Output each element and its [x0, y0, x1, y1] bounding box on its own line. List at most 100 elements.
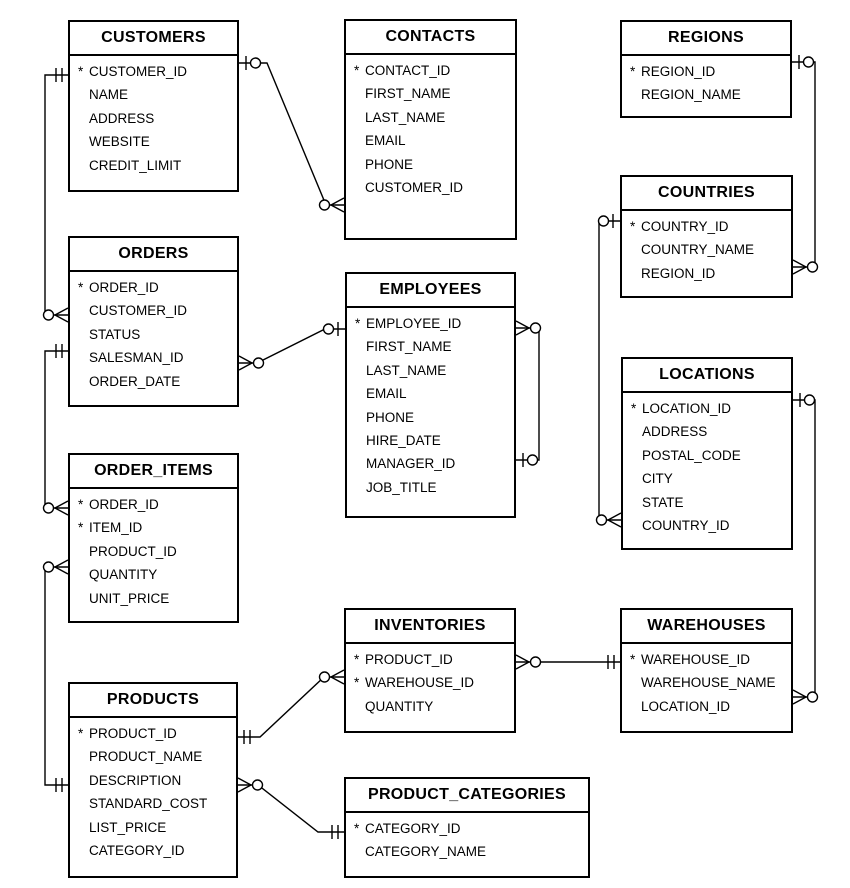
- relationship-line: [239, 62, 344, 206]
- entity-fields: *REGION_ID REGION_NAME: [622, 56, 790, 107]
- field-customers-website: WEBSITE: [78, 130, 233, 153]
- entity-title-regions: REGIONS: [622, 22, 790, 56]
- field-customers-address: ADDRESS: [78, 107, 233, 130]
- field-customers-customer_id: *CUSTOMER_ID: [78, 60, 233, 83]
- relationship-line: [238, 784, 344, 833]
- relationship-line: [598, 220, 621, 521]
- field-orders-customer_id: CUSTOMER_ID: [78, 299, 233, 322]
- field-order_items-unit_price: UNIT_PRICE: [78, 587, 233, 610]
- field-name: EMPLOYEE_ID: [366, 316, 462, 331]
- field-locations-state: STATE: [631, 491, 787, 514]
- field-countries-region_id: REGION_ID: [630, 262, 787, 285]
- primary-key-marker: *: [630, 219, 636, 234]
- relationship-line: [792, 61, 816, 268]
- entity-title-warehouses: WAREHOUSES: [622, 610, 791, 644]
- relationship-line: [793, 399, 816, 698]
- relationship-line: [44, 74, 68, 316]
- field-name: ORDER_DATE: [89, 373, 181, 389]
- field-countries-country_name: COUNTRY_NAME: [630, 238, 787, 261]
- field-inventories-warehouse_id: * WAREHOUSE_ID: [354, 671, 510, 694]
- field-name: UNIT_PRICE: [89, 590, 170, 606]
- primary-key-marker: *: [630, 64, 636, 79]
- entity-regions: REGIONS *REGION_ID REGION_NAME: [620, 20, 792, 118]
- relationship-line: [516, 327, 540, 461]
- field-name: ITEM_ID: [89, 520, 143, 536]
- field-customers-credit_limit: CREDIT_LIMIT: [78, 154, 233, 177]
- relationship-line: [238, 676, 344, 738]
- field-order_items-product_id: PRODUCT_ID: [78, 540, 233, 563]
- field-name: WAREHOUSE_ID: [641, 652, 751, 667]
- field-name: WAREHOUSE_ID: [365, 675, 475, 691]
- relationship-line: [44, 566, 68, 786]
- field-name: SALESMAN_ID: [89, 350, 184, 366]
- field-name: COUNTRY_ID: [642, 517, 730, 533]
- field-name: LOCATION_ID: [642, 401, 732, 416]
- field-name: EMAIL: [366, 386, 407, 402]
- field-locations-address: ADDRESS: [631, 420, 787, 443]
- field-name: ORDER_ID: [89, 497, 159, 512]
- entity-title-orders: ORDERS: [70, 238, 237, 272]
- entity-fields: *CUSTOMER_ID NAME ADDRESS WEBSITE CREDIT_LIM…: [70, 56, 237, 177]
- field-warehouses-warehouse_id: *WAREHOUSE_ID: [630, 648, 787, 671]
- field-orders-order_id: *ORDER_ID: [78, 276, 233, 299]
- field-employees-employee_id: *EMPLOYEE_ID: [355, 312, 510, 335]
- field-product_categories-category_id: *CATEGORY_ID: [354, 817, 584, 840]
- field-name: WAREHOUSE_NAME: [641, 675, 776, 691]
- field-name: ADDRESS: [89, 110, 155, 126]
- field-name: WEBSITE: [89, 134, 150, 150]
- field-products-description: DESCRIPTION: [78, 769, 232, 792]
- relationship-locations-warehouses: [792, 393, 819, 705]
- entity-title-products: PRODUCTS: [70, 684, 236, 718]
- field-employees-email: EMAIL: [355, 382, 510, 405]
- field-name: ORDER_ID: [89, 280, 159, 295]
- field-name: COUNTRY_NAME: [641, 242, 755, 258]
- field-name: CATEGORY_ID: [89, 842, 185, 858]
- field-name: FIRST_NAME: [365, 86, 451, 102]
- field-employees-phone: PHONE: [355, 406, 510, 429]
- relationship-warehouses-inventories: [515, 654, 620, 670]
- field-order_items-quantity: QUANTITY: [78, 563, 233, 586]
- field-name: REGION_NAME: [641, 87, 741, 103]
- relationship-line: [239, 328, 345, 364]
- entity-fields: *WAREHOUSE_ID WAREHOUSE_NAME LOCATION_ID: [622, 644, 791, 718]
- relationship-products-order_items: [42, 559, 69, 792]
- field-warehouses-location_id: LOCATION_ID: [630, 695, 787, 718]
- field-orders-salesman_id: SALESMAN_ID: [78, 346, 233, 369]
- entity-warehouses: WAREHOUSES *WAREHOUSE_ID WAREHOUSE_NAME LOC…: [620, 608, 793, 733]
- field-orders-order_date: ORDER_DATE: [78, 370, 233, 393]
- relationship-line: [44, 350, 68, 509]
- field-name: HIRE_DATE: [366, 432, 441, 448]
- primary-key-marker: *: [354, 675, 360, 691]
- field-name: PRODUCT_ID: [89, 726, 177, 741]
- entity-title-employees: EMPLOYEES: [347, 274, 514, 308]
- entity-title-inventories: INVENTORIES: [346, 610, 514, 644]
- field-name: NAME: [89, 87, 129, 103]
- field-employees-first_name: FIRST_NAME: [355, 335, 510, 358]
- field-orders-status: STATUS: [78, 323, 233, 346]
- field-name: POSTAL_CODE: [642, 447, 741, 463]
- field-name: CITY: [642, 471, 673, 487]
- field-regions-region_name: REGION_NAME: [630, 83, 786, 106]
- field-products-list_price: LIST_PRICE: [78, 816, 232, 839]
- field-name: ADDRESS: [642, 424, 708, 440]
- field-name: LOCATION_ID: [641, 698, 731, 714]
- field-contacts-customer_id: CUSTOMER_ID: [354, 176, 511, 199]
- entity-title-product_categories: PRODUCT_CATEGORIES: [346, 779, 588, 813]
- field-order_items-order_id: *ORDER_ID: [78, 493, 233, 516]
- relationship-customers-contacts: [239, 56, 345, 213]
- field-contacts-contact_id: *CONTACT_ID: [354, 59, 511, 82]
- field-regions-region_id: *REGION_ID: [630, 60, 786, 83]
- field-product_categories-category_name: CATEGORY_NAME: [354, 840, 584, 863]
